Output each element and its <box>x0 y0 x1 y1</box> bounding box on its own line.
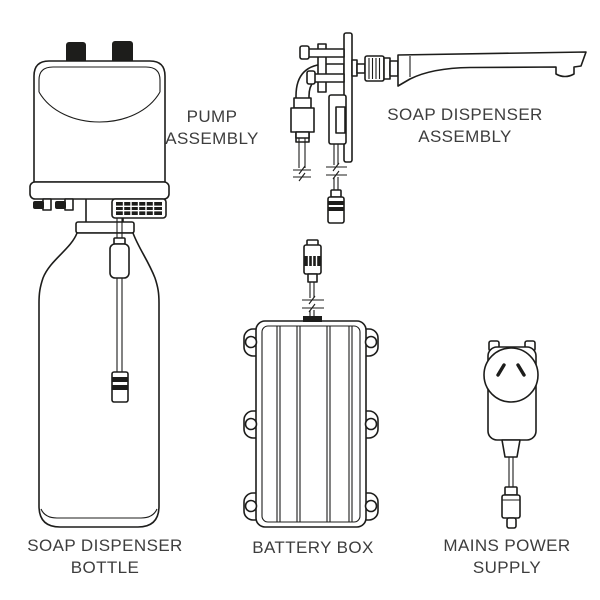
cable-break-symbol <box>302 295 324 313</box>
suction-tube-end-connector <box>111 371 129 403</box>
screw-holes <box>244 335 378 513</box>
label-line-1: SOAP DISPENSER <box>387 105 543 124</box>
plug-pin-slots-icon <box>496 363 526 377</box>
battery-box-inner-panel <box>261 325 361 523</box>
sensor-bracket-clip <box>335 106 346 134</box>
spout-coupling <box>351 55 399 82</box>
inlet-tubes <box>298 138 306 168</box>
mains-power-supply-label: MAINS POWER SUPPLY <box>427 535 587 579</box>
soap-dispenser-bottle-label: SOAP DISPENSER BOTTLE <box>20 535 190 579</box>
connector-nub <box>113 237 126 245</box>
mounting-bolt-lower <box>313 73 345 83</box>
soap-dispenser-bottle-drawing <box>38 199 160 528</box>
bottle-body <box>38 232 160 528</box>
battery-connector-stem <box>307 273 318 283</box>
cable-break-symbol <box>326 162 347 180</box>
soap-dispenser-assembly-drawing <box>290 32 587 224</box>
bolt-head-lower-icon <box>306 70 316 85</box>
pump-strainer <box>111 198 167 219</box>
label-line-1: BATTERY BOX <box>252 538 374 557</box>
pump-knob-left-icon <box>66 42 86 64</box>
battery-box-drawing <box>243 239 379 528</box>
power-cable <box>508 457 514 487</box>
battery-cable-inlet <box>303 316 322 322</box>
bottle-cap-ring <box>75 221 135 234</box>
label-line-1: PUMP <box>186 107 238 126</box>
label-line-2: ASSEMBLY <box>165 129 259 148</box>
mounting-bolt-upper <box>307 48 345 58</box>
power-cable-connector <box>501 486 521 529</box>
label-line-2: SUPPLY <box>472 558 542 577</box>
dispenser-cable-upper <box>333 144 339 165</box>
label-line-1: SOAP DISPENSER <box>27 536 183 555</box>
label-line-2: BOTTLE <box>70 558 140 577</box>
inlet-valve <box>290 97 315 139</box>
battery-cable-connector <box>303 244 322 275</box>
hose-barb-left-cap-icon <box>33 201 44 209</box>
label-line-1: MAINS POWER <box>443 536 571 555</box>
pump-underside-fittings <box>33 198 167 403</box>
cable-strain-relief <box>501 439 521 458</box>
pump-flange <box>29 181 170 200</box>
hose-barb-right <box>64 198 74 211</box>
label-line-2: ASSEMBLY <box>418 127 512 146</box>
pump-knob-right-icon <box>112 41 133 64</box>
mains-power-supply-drawing <box>483 340 539 529</box>
pump-body-highlight-arc <box>38 91 161 123</box>
pump-assembly-label: PUMP ASSEMBLY <box>137 106 287 150</box>
tube-break-symbol <box>293 165 311 182</box>
battery-cable-lower <box>309 310 315 317</box>
dispenser-cable-lower <box>333 177 339 191</box>
soap-dispenser-assembly-label: SOAP DISPENSER ASSEMBLY <box>385 104 545 148</box>
hose-barb-left <box>42 198 52 211</box>
dispenser-cable-connector <box>327 189 345 224</box>
pump-assembly-drawing <box>29 41 170 200</box>
pump-body-rim-line <box>38 66 161 92</box>
bolt-head-upper-icon <box>299 45 310 60</box>
hose-barb-right-cap-icon <box>55 201 66 209</box>
bottle-bottom-line <box>40 508 158 519</box>
mounting-flange <box>317 43 327 93</box>
spout <box>397 51 587 87</box>
battery-box-label: BATTERY BOX <box>238 537 388 559</box>
battery-box-ribs <box>276 326 353 522</box>
plug-face <box>483 347 539 403</box>
suction-tube-lower <box>116 278 123 372</box>
tube-weight-connector <box>109 243 130 279</box>
battery-cable-upper <box>309 282 315 298</box>
